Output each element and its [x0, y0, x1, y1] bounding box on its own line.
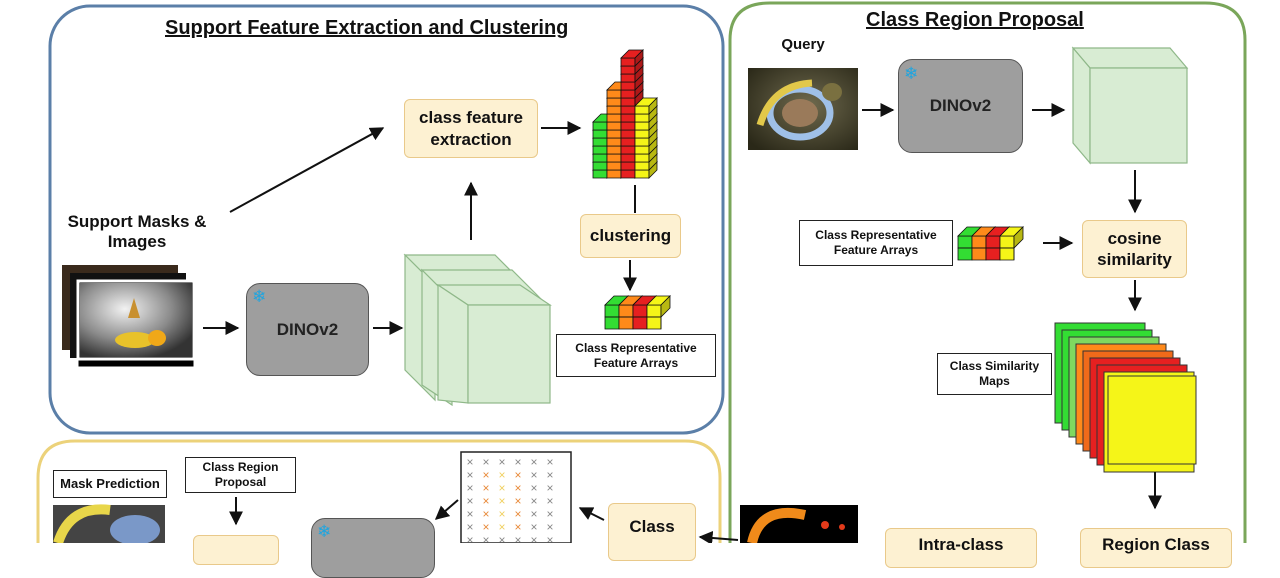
snowflake-icon: ❄ — [317, 522, 332, 541]
cosine-similarity-box: cosine similarity — [1082, 220, 1187, 278]
grid-cross-mark: × — [514, 468, 521, 482]
grid-cross-mark: × — [482, 507, 489, 521]
grid-cross-mark: × — [498, 520, 505, 534]
grid-cross-mark: × — [466, 507, 473, 521]
grid-cross-mark: × — [514, 520, 521, 534]
proposal-panel-border — [728, 1, 1247, 543]
grid-cross-mark: × — [546, 520, 553, 534]
grid-cross-mark: × — [498, 455, 505, 469]
grid-cross-mark: × — [546, 481, 553, 495]
support-images-stack — [62, 265, 196, 368]
query-dinov2-box: DINOv2 — [898, 59, 1023, 153]
bottom-panel-border — [36, 439, 722, 543]
proposal-rep-arrays-label: Class Representative Feature Arrays — [799, 220, 953, 266]
support-feature-cubes — [403, 253, 552, 407]
grid-cross-mark: × — [530, 481, 537, 495]
grid-cross-mark: × — [530, 468, 537, 482]
class-feature-stack — [592, 49, 658, 179]
region-proposal-image — [740, 505, 858, 543]
proposal-rep-feature-array — [957, 226, 1024, 261]
point-prompt-grid: ××××××××××××××××××××××××××××××××××××××××… — [460, 451, 572, 543]
mask-prediction-image — [53, 504, 165, 543]
grid-cross-mark: × — [482, 481, 489, 495]
grid-cross-mark: × — [498, 494, 505, 508]
clustering-box: clustering — [580, 214, 681, 258]
grid-cross-mark: × — [498, 507, 505, 521]
grid-cross-mark: × — [530, 455, 537, 469]
support-panel-border — [48, 4, 725, 435]
class-similarity-maps — [1054, 322, 1197, 473]
grid-cross-mark: × — [466, 494, 473, 508]
support-rep-arrays-label: Class Representative Feature Arrays — [556, 334, 716, 377]
grid-cross-mark: × — [466, 455, 473, 469]
support-dinov2-box: DINOv2 — [246, 283, 369, 376]
grid-cross-mark: × — [530, 533, 537, 543]
grid-cross-mark: × — [514, 494, 521, 508]
grid-cross-mark: × — [514, 481, 521, 495]
class-box: Class — [608, 503, 696, 561]
grid-cross-mark: × — [546, 468, 553, 482]
grid-cross-mark: × — [530, 520, 537, 534]
grid-cross-mark: × — [482, 455, 489, 469]
class-feature-extraction-box: class feature extraction — [404, 99, 538, 158]
pipeline-diagram: ××××××××××××××××××××××××××××××××××××××××… — [36, 1, 1247, 543]
intra-class-box: Intra-class — [885, 528, 1037, 568]
grid-cross-mark: × — [514, 533, 521, 543]
query-image — [748, 68, 858, 150]
query-label: Query — [781, 36, 825, 53]
grid-cross-mark: × — [482, 494, 489, 508]
grid-cross-mark: × — [482, 520, 489, 534]
grid-cross-mark: × — [498, 481, 505, 495]
grid-cross-mark: × — [498, 468, 505, 482]
snowflake-icon: ❄ — [252, 287, 267, 306]
support-images-label: Support Masks & Images — [67, 212, 207, 252]
bottom-yellow-box — [193, 535, 279, 565]
grid-cross-mark: × — [546, 533, 553, 543]
grid-cross-mark: × — [514, 507, 521, 521]
grid-cross-mark: × — [466, 468, 473, 482]
grid-cross-mark: × — [482, 468, 489, 482]
proposal-panel-title: Class Region Proposal — [866, 9, 1084, 31]
grid-cross-mark: × — [466, 533, 473, 543]
feature-cell — [999, 226, 1024, 261]
grid-cross-mark: × — [514, 455, 521, 469]
grid-cross-mark: × — [530, 494, 537, 508]
support-rep-feature-array — [604, 295, 671, 330]
grid-cross-mark: × — [546, 494, 553, 508]
grid-cross-mark: × — [546, 455, 553, 469]
mask-prediction-label: Mask Prediction — [53, 470, 167, 498]
feature-cell — [646, 295, 671, 330]
grid-cross-mark: × — [546, 507, 553, 521]
region-class-box: Region Class — [1080, 528, 1232, 568]
feature-column — [634, 97, 658, 179]
grid-cross-mark: × — [530, 507, 537, 521]
grid-cross-mark: × — [498, 533, 505, 543]
snowflake-icon: ❄ — [904, 64, 919, 83]
arrows — [203, 103, 1162, 543]
support-panel-title: Support Feature Extraction and Clusterin… — [165, 17, 569, 39]
similarity-maps-label: Class Similarity Maps — [937, 353, 1052, 395]
bottom-region-proposal-label: Class Region Proposal — [185, 457, 296, 493]
grid-cross-mark: × — [466, 520, 473, 534]
grid-cross-mark: × — [482, 533, 489, 543]
query-feature-cube — [1071, 46, 1189, 165]
grid-cross-mark: × — [466, 481, 473, 495]
